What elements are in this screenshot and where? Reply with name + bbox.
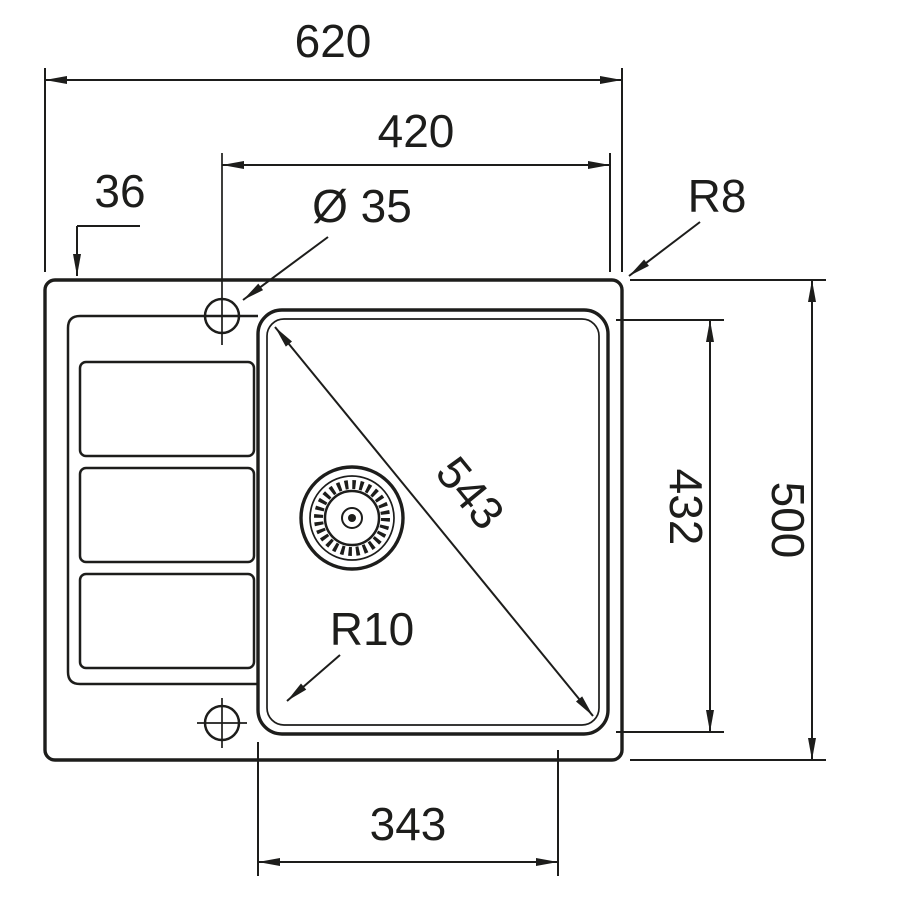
drainer-rib	[78, 360, 256, 458]
dimension-label-r10: R10	[330, 603, 414, 655]
dimension-line	[274, 326, 594, 717]
drainer-rib	[78, 466, 256, 564]
dimension-label-hole-diameter: Ø 35	[312, 180, 412, 232]
dimension-label-343: 343	[370, 798, 447, 850]
drain-assembly	[299, 465, 405, 571]
tap-hole-top	[203, 153, 241, 345]
dimension-label-36: 36	[94, 165, 145, 217]
dimension-label-420: 420	[378, 105, 455, 157]
callout-hole-diameter: Ø 35	[242, 180, 412, 301]
sink-body	[43, 278, 624, 762]
drainer-contour	[66, 314, 258, 686]
leader-line	[628, 221, 701, 277]
drainer-rib	[78, 572, 256, 670]
dimension-edge-offset: 36	[73, 165, 146, 276]
callout-outer-radius: R8	[628, 170, 747, 277]
dimension-bowl-bottom-width: 343	[257, 742, 559, 876]
dimension-label-r8: R8	[688, 170, 747, 222]
leader-line	[242, 236, 329, 301]
callout-bowl-radius: R10	[286, 596, 421, 702]
tap-hole-bottom	[197, 698, 247, 748]
basin-inner-edge	[266, 318, 600, 726]
dimension-label-432: 432	[660, 469, 712, 546]
drain-center-dot	[348, 514, 356, 522]
dimension-label-543: 543	[426, 447, 515, 539]
dimension-inner-width: 420	[222, 105, 611, 272]
dimension-label-500: 500	[762, 482, 814, 559]
dimension-label-620: 620	[295, 15, 372, 67]
leader-line	[286, 654, 341, 702]
basin-edge	[256, 308, 610, 736]
dimension-overall-width: 620	[44, 15, 623, 272]
dimension-bowl-depth: 432	[616, 319, 724, 733]
dimension-overall-depth: 500	[630, 279, 826, 761]
sink-outer-edge	[43, 278, 624, 762]
